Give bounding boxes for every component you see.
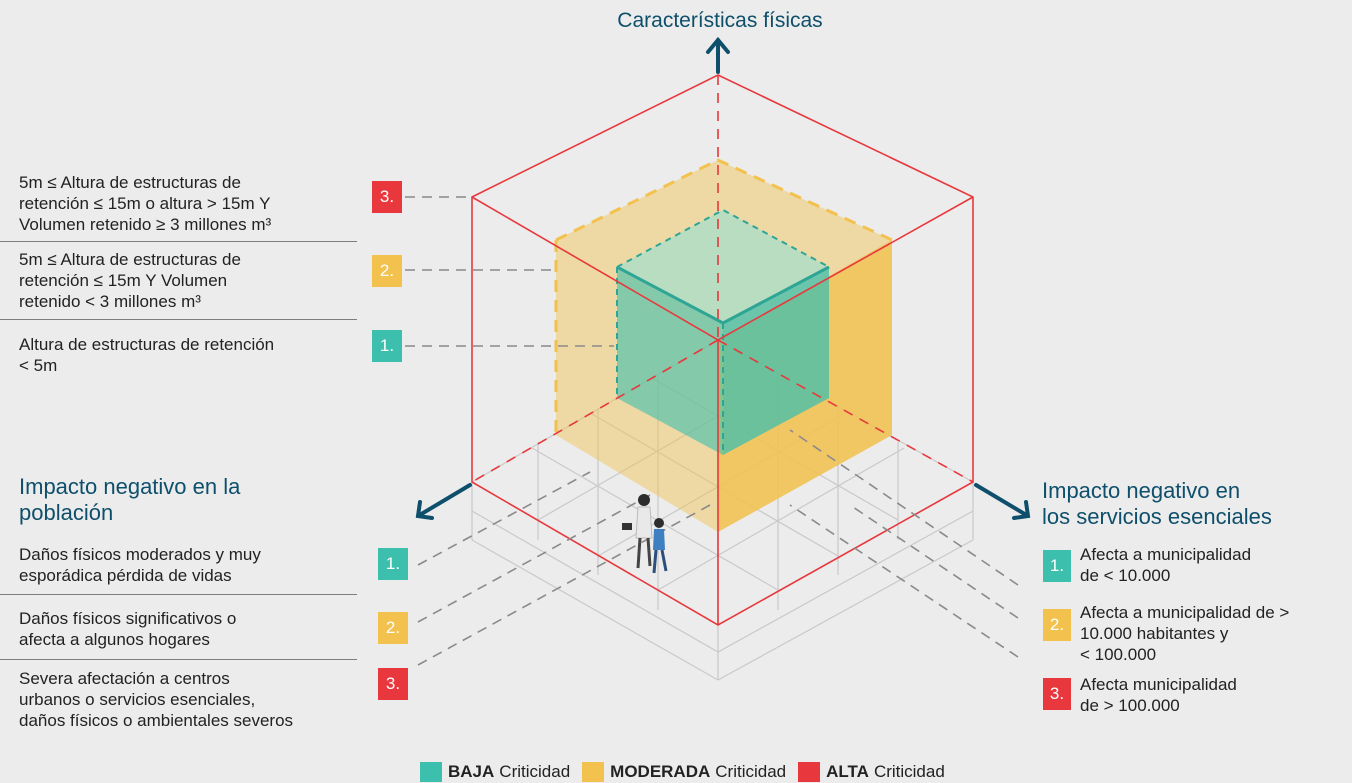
level-2-line-3: retenido < 3 millones m³ <box>19 292 201 311</box>
poblacion-item-1: Daños físicos moderados y muy esporádica… <box>19 544 261 586</box>
level-3-line-1: 5m ≤ Altura de estructuras de <box>19 173 241 192</box>
poblacion-heading-line-1: Impacto negativo en la <box>19 474 241 499</box>
level-3-line-3: Volumen retenido ≥ 3 millones m³ <box>19 215 272 234</box>
legend-alta: ALTA Criticidad <box>798 762 945 782</box>
poblacion-item-2: Daños físicos significativos o afecta a … <box>19 608 236 650</box>
legend-moderada-bold: MODERADA <box>610 762 711 781</box>
high-cube <box>471 74 974 626</box>
servicios-1-badge: 1. <box>1043 550 1071 582</box>
low-cube <box>616 208 830 455</box>
legend-moderada: MODERADA Criticidad <box>582 762 786 782</box>
vertical-axis-title: Características físicas <box>617 9 823 32</box>
legend-baja-label: Criticidad <box>499 762 571 781</box>
level-2-description: 5m ≤ Altura de estructuras de retención … <box>19 249 241 312</box>
poblacion-item-2-line-2: afecta a algunos hogares <box>19 630 210 649</box>
level-3-badge: 3. <box>372 181 402 213</box>
servicios-item-1-line-2: de < 10.000 <box>1080 566 1171 585</box>
level-1-description: Altura de estructuras de retención < 5m <box>19 334 274 376</box>
servicios-item-2-line-2: 10.000 habitantes y <box>1080 624 1229 643</box>
level-1-line-1: Altura de estructuras de retención <box>19 335 275 354</box>
divider <box>0 594 357 595</box>
poblacion-item-1-line-2: esporádica pérdida de vidas <box>19 566 232 585</box>
level-3-description: 5m ≤ Altura de estructuras de retención … <box>19 172 271 235</box>
servicios-item-2-line-3: < 100.000 <box>1080 645 1157 664</box>
servicios-item-2: Afecta a municipalidad de > 10.000 habit… <box>1080 602 1289 665</box>
right-axis-arrow <box>974 483 1031 520</box>
servicios-item-3: Afecta municipalidad de > 100.000 <box>1080 674 1237 716</box>
legend-alta-swatch <box>798 762 821 782</box>
divider <box>0 659 357 660</box>
people-figure <box>622 494 668 574</box>
servicios-item-2-line-1: Afecta a municipalidad de > <box>1080 603 1290 622</box>
legend-alta-label: Criticidad <box>873 762 945 781</box>
level-1-badge: 1. <box>372 330 402 362</box>
legend-baja-bold: BAJA <box>448 762 495 781</box>
left-axis-arrow <box>415 483 472 520</box>
poblacion-3-badge: 3. <box>378 668 408 700</box>
servicios-heading-line-1: Impacto negativo en <box>1042 478 1241 503</box>
poblacion-item-3-line-2: urbanos o servicios esenciales, <box>19 690 256 709</box>
poblacion-2-badge: 2. <box>378 612 408 644</box>
divider <box>0 319 357 320</box>
servicios-heading-line-2: los servicios esenciales <box>1042 504 1272 529</box>
level-2-badge: 2. <box>372 255 402 287</box>
poblacion-heading-line-2: población <box>19 500 114 525</box>
servicios-3-badge: 3. <box>1043 678 1071 710</box>
poblacion-1-badge: 1. <box>378 548 408 580</box>
level-1-line-2: < 5m <box>19 356 58 375</box>
servicios-heading: Impacto negativo en los servicios esenci… <box>1042 478 1272 530</box>
poblacion-item-1-line-1: Daños físicos moderados y muy <box>19 545 261 564</box>
level-2-line-2: retención ≤ 15m Y Volumen <box>19 271 228 290</box>
poblacion-item-3-line-1: Severa afectación a centros <box>19 669 230 688</box>
poblacion-heading: Impacto negativo en la población <box>19 474 240 526</box>
divider <box>0 241 357 242</box>
axes <box>415 36 1031 520</box>
legend: BAJA Criticidad MODERADA Criticidad ALTA… <box>420 762 957 782</box>
servicios-item-1-line-1: Afecta a municipalidad <box>1080 545 1252 564</box>
legend-baja: BAJA Criticidad <box>420 762 570 782</box>
servicios-item-1: Afecta a municipalidad de < 10.000 <box>1080 544 1251 586</box>
poblacion-item-3: Severa afectación a centros urbanos o se… <box>19 668 293 731</box>
servicios-2-badge: 2. <box>1043 609 1071 641</box>
level-3-line-2: retención ≤ 15m o altura > 15m Y <box>19 194 271 213</box>
poblacion-item-2-line-1: Daños físicos significativos o <box>19 609 237 628</box>
leader-lines <box>405 196 1019 666</box>
legend-alta-bold: ALTA <box>826 762 869 781</box>
servicios-item-3-line-1: Afecta municipalidad <box>1080 675 1237 694</box>
level-2-line-1: 5m ≤ Altura de estructuras de <box>19 250 241 269</box>
legend-baja-swatch <box>420 762 442 782</box>
poblacion-item-3-line-3: daños físicos o ambientales severos <box>19 711 294 730</box>
vertical-axis-arrow <box>706 36 730 74</box>
legend-moderada-swatch <box>582 762 605 782</box>
servicios-item-3-line-2: de > 100.000 <box>1080 696 1180 715</box>
legend-moderada-label: Criticidad <box>715 762 787 781</box>
